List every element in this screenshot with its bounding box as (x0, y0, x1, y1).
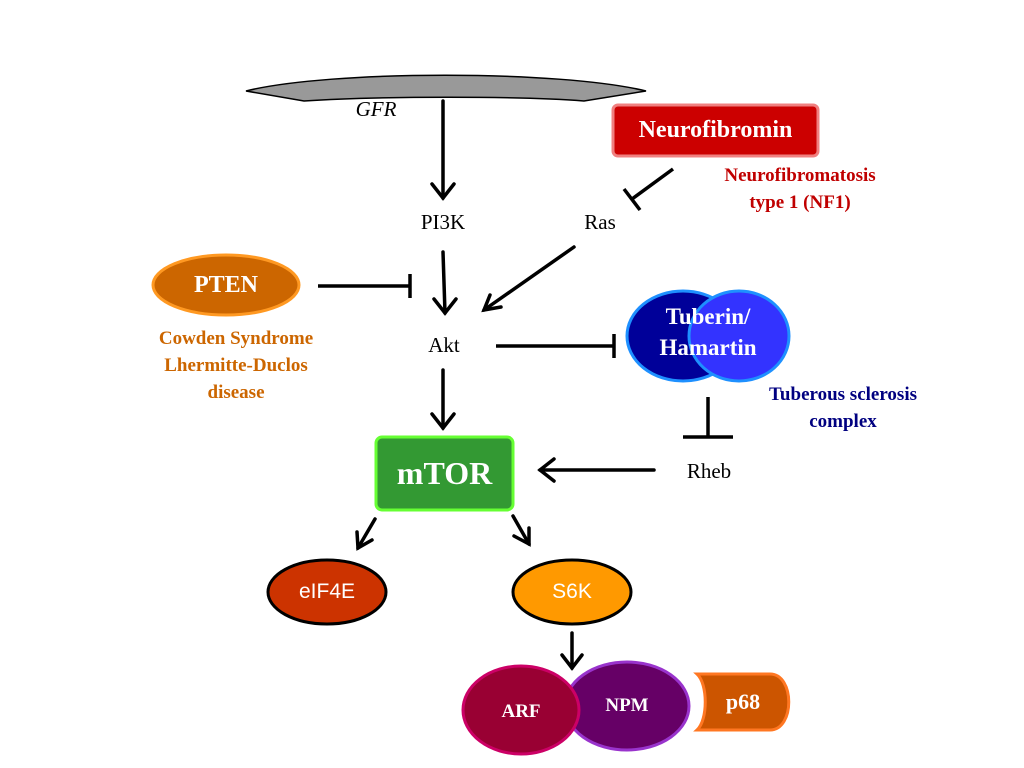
tuberin-hamartin-label: Tuberin/ Hamartin (627, 301, 789, 371)
tsc-disease-line: complex (809, 411, 877, 432)
pi3k-label: PI3K (420, 210, 466, 234)
hamartin-label: Hamartin (659, 335, 757, 360)
pten-disease-line: disease (207, 382, 265, 403)
mtor-label: mTOR (396, 455, 493, 491)
p68-node (693, 672, 791, 732)
eif4e-label: eIF4E (298, 580, 356, 603)
nf1-disease-label: Neurofibromatosis type 1 (NF1) (690, 162, 910, 216)
eif4e-node (266, 558, 388, 626)
arrow-mtor-to-eif4e (355, 517, 377, 551)
pten-disease-line: Lhermitte-Duclos (164, 355, 308, 376)
pten-label: PTEN (193, 271, 258, 298)
neurofibromin-label: Neurofibromin (638, 117, 793, 143)
inhibit-neurofibromin-ras (622, 167, 675, 212)
pten-disease-label: Cowden Syndrome Lhermitte-Duclos disease (126, 325, 346, 406)
tuberin-label: Tuberin/ (665, 304, 751, 329)
arrow-akt-to-mtor (430, 368, 456, 431)
neurofibromin-node (611, 103, 820, 158)
arrow-gfr-to-pi3k (430, 99, 456, 201)
s6k-label: S6K (552, 580, 592, 603)
ras-label: Ras (584, 210, 616, 234)
gfr-receptor-shape (245, 74, 647, 102)
p68-label: p68 (725, 689, 761, 714)
tsc-disease-label: Tuberous sclerosis complex (738, 381, 948, 435)
gfr-label: GFR (355, 97, 397, 121)
akt-label: Akt (428, 333, 460, 357)
inhibit-akt-tuberin (496, 334, 616, 358)
nf1-disease-line: type 1 (NF1) (749, 192, 851, 213)
arrow-rheb-to-mtor (537, 457, 656, 483)
inhibit-pten-akt (318, 274, 412, 298)
arrow-ras-to-akt (481, 245, 576, 313)
arf-label: ARF (501, 701, 541, 722)
tsc-disease-line: Tuberous sclerosis (769, 384, 917, 405)
pten-node (151, 253, 301, 317)
hamartin-node (687, 289, 791, 383)
arrow-mtor-to-s6k (511, 514, 531, 547)
mtor-node (374, 435, 515, 512)
arf-node (461, 664, 581, 756)
nf1-disease-line: Neurofibromatosis (724, 165, 876, 186)
arrow-s6k-to-arf-npm (560, 631, 584, 671)
inhibit-tuberin-rheb (683, 397, 733, 439)
pten-disease-line: Cowden Syndrome (158, 328, 314, 349)
s6k-node (511, 558, 633, 626)
rheb-label: Rheb (686, 459, 732, 483)
arrow-pi3k-to-akt (432, 250, 458, 316)
npm-label: NPM (605, 695, 649, 716)
